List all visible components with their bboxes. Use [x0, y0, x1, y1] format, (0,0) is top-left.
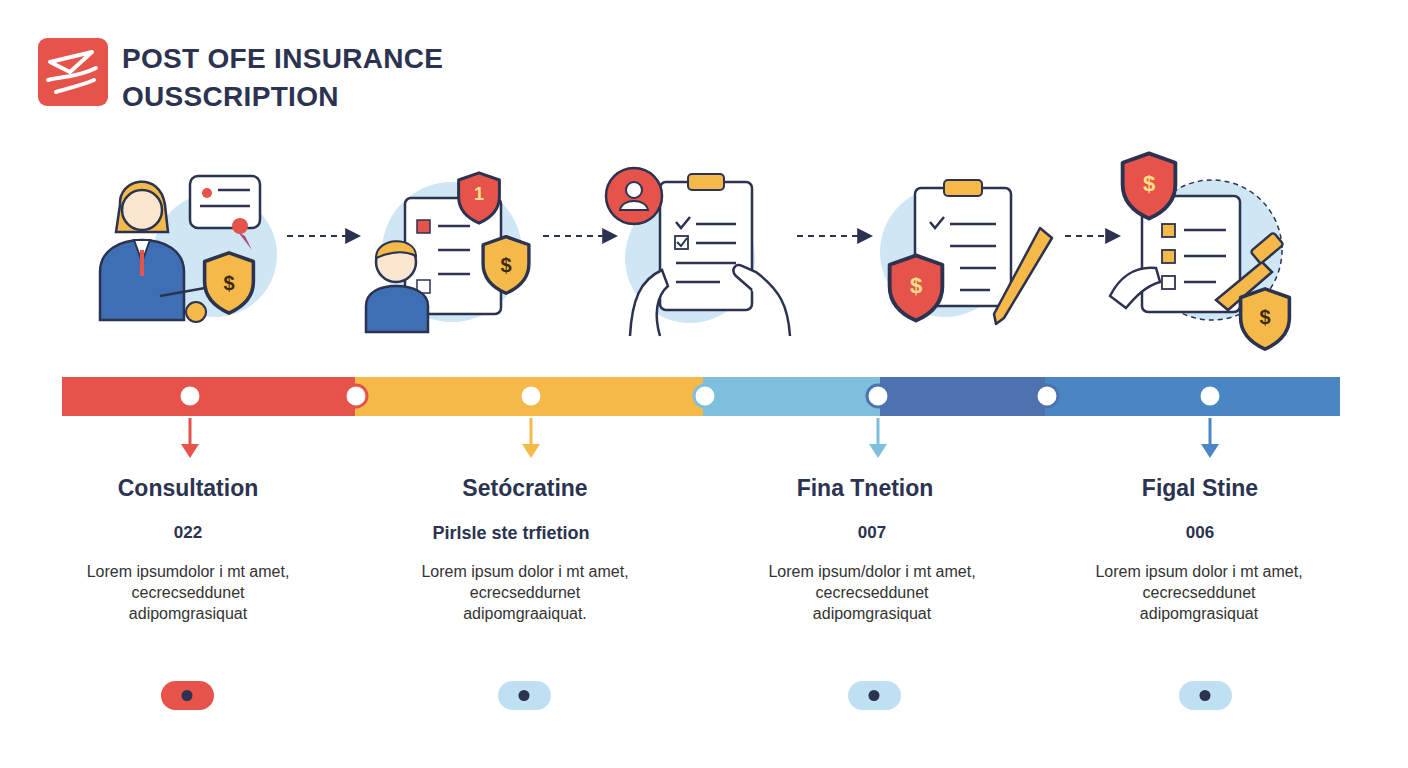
stage-subtitle: Pirlsle ste trfietion [381, 522, 641, 545]
shield-symbol: $ [214, 270, 244, 296]
stage-heading: Setócratine [395, 474, 655, 504]
stage-heading: Fina Tnetion [735, 474, 995, 504]
stage-body: Lorem ipsum dolor i mt amet, cecrecseddu… [1094, 562, 1304, 624]
stage-body: Lorem ipsum/dolor i mt amet, cecrecseddu… [767, 562, 977, 624]
stage-number: 007 [772, 522, 972, 544]
diagram-title: POST OFE INSURANCE OUSSCRIPTION [122, 40, 502, 116]
stage-body: Lorem ipsumdolor i mt amet, cecrecseddun… [83, 562, 293, 624]
shield-symbol: $ [901, 272, 931, 301]
stage-number: 022 [88, 522, 288, 544]
shield-number: 1 [464, 183, 494, 206]
shield-symbol: $ [1250, 304, 1280, 330]
stage-body: Lorem ipsum dolor i mt amet, ecrecseddur… [420, 562, 630, 624]
shield-symbol: $ [491, 252, 521, 278]
stage-heading: Figal Stine [1070, 474, 1330, 504]
stage-heading: Consultation [58, 474, 318, 504]
stage-number: 006 [1100, 522, 1300, 544]
shield-symbol: $ [1134, 170, 1164, 199]
